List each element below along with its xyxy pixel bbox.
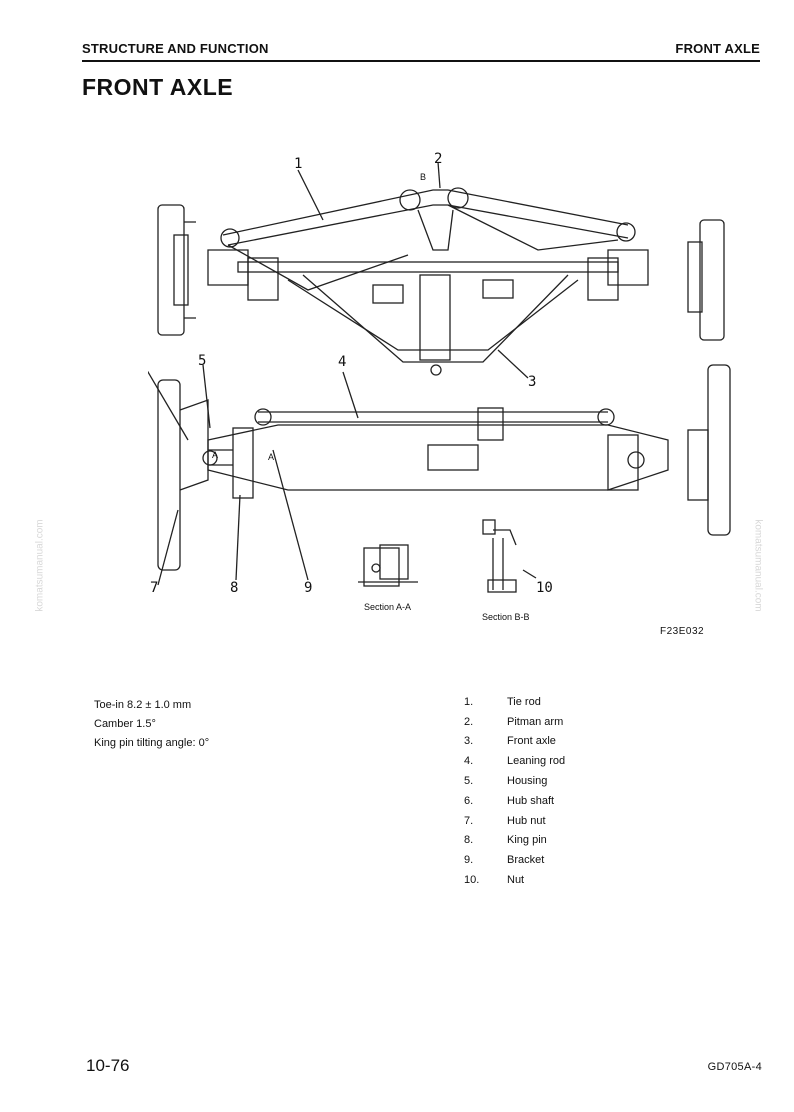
section-marker-b: B [420, 172, 426, 182]
spec-king-pin-angle: King pin tilting angle: 0° [94, 737, 210, 749]
callout-1: 1 [294, 156, 302, 172]
parts-list: 1. Tie rod 2. Pitman arm 3. Front axle 4. Le… [464, 692, 565, 890]
axle-beam-top [237, 261, 619, 273]
part-name: Pitman arm [507, 715, 564, 728]
watermark-left: komatsumanual.com [34, 519, 46, 612]
part-name: Nut [507, 874, 525, 887]
front-axle-diagram: 1 2 3 4 5 6 7 8 9 10 B A A Section A-A S… [148, 150, 748, 640]
callout-9: 9 [304, 580, 312, 596]
list-item: 5. Housing [464, 771, 565, 791]
page-header: STRUCTURE AND FUNCTION FRONT AXLE [82, 40, 760, 62]
list-item: 7. Hub nut [464, 811, 565, 831]
list-item: 8. King pin [464, 831, 565, 851]
header-section: STRUCTURE AND FUNCTION [82, 41, 269, 56]
part-name: Front axle [507, 735, 556, 748]
part-name: King pin [507, 834, 547, 847]
list-item: 6. Hub shaft [464, 791, 565, 811]
model-number: GD705A-4 [707, 1061, 762, 1073]
callout-3: 3 [528, 374, 536, 390]
header-topic: FRONT AXLE [675, 41, 760, 56]
axle-specifications: Toe-in 8.2 ± 1.0 mm Camber 1.5° King pin… [94, 696, 209, 753]
axle-body-side [207, 424, 669, 491]
part-name: Hub shaft [507, 794, 555, 807]
watermark-right: komatsumanual.com [752, 519, 764, 612]
part-number: 6. [464, 794, 474, 807]
figure-code: F23E032 [660, 626, 704, 637]
page-number: 10-76 [86, 1056, 130, 1075]
king-pin-housing [232, 427, 254, 499]
tie-rod-upper [222, 189, 629, 236]
callout-4: 4 [338, 354, 346, 370]
part-number: 2. [464, 715, 474, 728]
callout-10: 10 [536, 580, 553, 596]
part-number: 7. [464, 814, 474, 827]
part-number: 10. [464, 874, 480, 887]
callout-8: 8 [230, 580, 238, 596]
section-marker-a-right: A [268, 452, 274, 462]
list-item: 2. Pitman arm [464, 712, 565, 732]
list-item: 10. Nut [464, 870, 565, 890]
callout-7: 7 [150, 580, 158, 596]
front-axle-drawing: 1 2 3 4 5 6 7 8 9 10 B A A Section A-A S… [148, 151, 731, 637]
list-item: 3. Front axle [464, 732, 565, 752]
list-item: 4. Leaning rod [464, 751, 565, 771]
part-number: 3. [464, 735, 474, 748]
part-name: Housing [507, 775, 548, 788]
page-title: FRONT AXLE [82, 74, 234, 100]
section-aa-label: Section A-A [364, 602, 411, 612]
callout-5: 5 [198, 353, 206, 369]
spec-toe-in: Toe-in 8.2 ± 1.0 mm [94, 699, 192, 711]
right-wheel-side [707, 364, 731, 536]
section-marker-a-left: A [212, 450, 218, 460]
part-number: 9. [464, 854, 474, 867]
spec-camber: Camber 1.5° [94, 718, 156, 730]
right-wheel-top [699, 219, 725, 341]
list-item: 9. Bracket [464, 850, 565, 870]
part-number: 1. [464, 695, 474, 708]
part-name: Hub nut [507, 814, 546, 827]
list-item: 1. Tie rod [464, 692, 565, 712]
part-number: 8. [464, 834, 474, 847]
part-number: 4. [464, 755, 474, 768]
left-wheel-top [157, 204, 185, 336]
section-bb-label: Section B-B [482, 612, 530, 622]
part-number: 5. [464, 775, 474, 788]
left-wheel-side [157, 379, 181, 571]
front-axle-u [287, 279, 579, 351]
callout-2: 2 [434, 151, 442, 167]
part-name: Leaning rod [507, 755, 566, 768]
part-name: Tie rod [507, 695, 541, 708]
part-name: Bracket [507, 854, 545, 867]
